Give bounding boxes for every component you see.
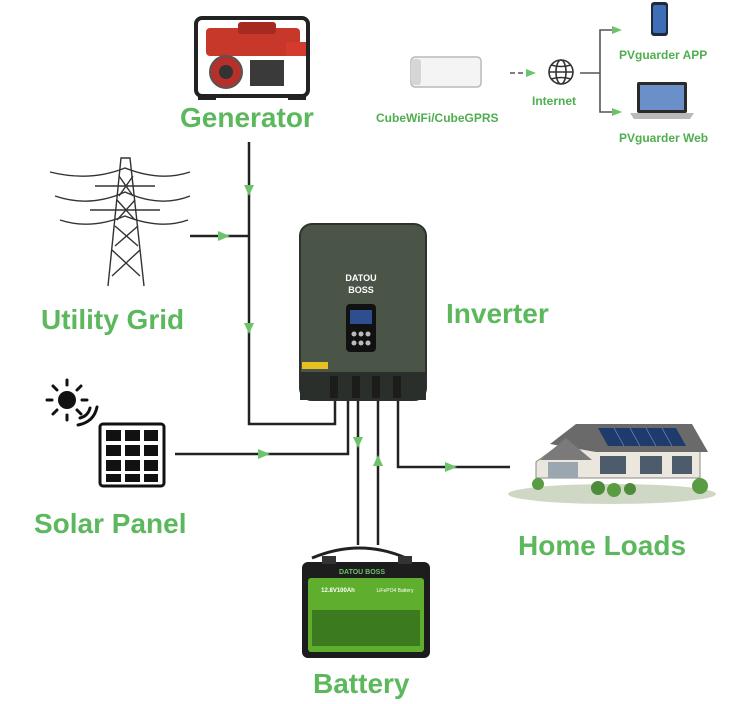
wiring bbox=[175, 142, 510, 545]
utility-tower-icon bbox=[49, 157, 191, 287]
generator-line bbox=[247, 142, 337, 426]
cube-module-icon bbox=[410, 56, 482, 88]
solar-line bbox=[175, 398, 350, 456]
inverter-device: DATOU BOSS bbox=[299, 223, 427, 401]
app-label: PVguarder APP bbox=[619, 48, 708, 62]
globe-icon bbox=[548, 59, 574, 85]
inverter-brand-2: BOSS bbox=[348, 285, 374, 295]
utility-grid-label: Utility Grid bbox=[41, 304, 185, 335]
arrow-solar bbox=[258, 449, 270, 459]
inverter-label: Inverter bbox=[446, 298, 549, 329]
arrow-battery-up bbox=[373, 455, 383, 466]
arrow-battery-down bbox=[353, 437, 363, 448]
home-loads-label: Home Loads bbox=[518, 530, 687, 561]
battery-device: DATOU BOSS 12.8V100Ah LiFePO4 Battery bbox=[302, 546, 430, 658]
battery-type: LiFePO4 Battery bbox=[377, 588, 414, 594]
solar-panel-label: Solar Panel bbox=[34, 508, 187, 539]
battery-brand: DATOU BOSS bbox=[339, 569, 385, 576]
internet-label: Internet bbox=[532, 94, 577, 108]
inverter-brand-1: DATOU bbox=[345, 273, 376, 283]
network-connectors bbox=[510, 29, 612, 113]
web-label: PVguarder Web bbox=[619, 131, 709, 145]
sun-icon bbox=[45, 378, 99, 427]
battery-spec: 12.8V100Ah bbox=[321, 588, 355, 594]
laptop-icon bbox=[630, 82, 694, 119]
arrow-grid bbox=[218, 231, 230, 241]
battery-label: Battery bbox=[313, 668, 410, 699]
flow-arrows bbox=[218, 185, 457, 472]
generator-label: Generator bbox=[180, 102, 314, 133]
network-arrows bbox=[526, 26, 622, 116]
arrow-generator-2 bbox=[244, 323, 254, 334]
phone-icon bbox=[651, 2, 668, 36]
arrow-home bbox=[445, 462, 457, 472]
cube-label: CubeWiFi/CubeGPRS bbox=[376, 111, 499, 125]
house-icon bbox=[508, 424, 716, 504]
solar-panel-icon bbox=[98, 422, 166, 488]
home-line bbox=[396, 398, 510, 469]
arrow-generator-1 bbox=[244, 185, 254, 196]
generator-icon bbox=[194, 16, 310, 100]
